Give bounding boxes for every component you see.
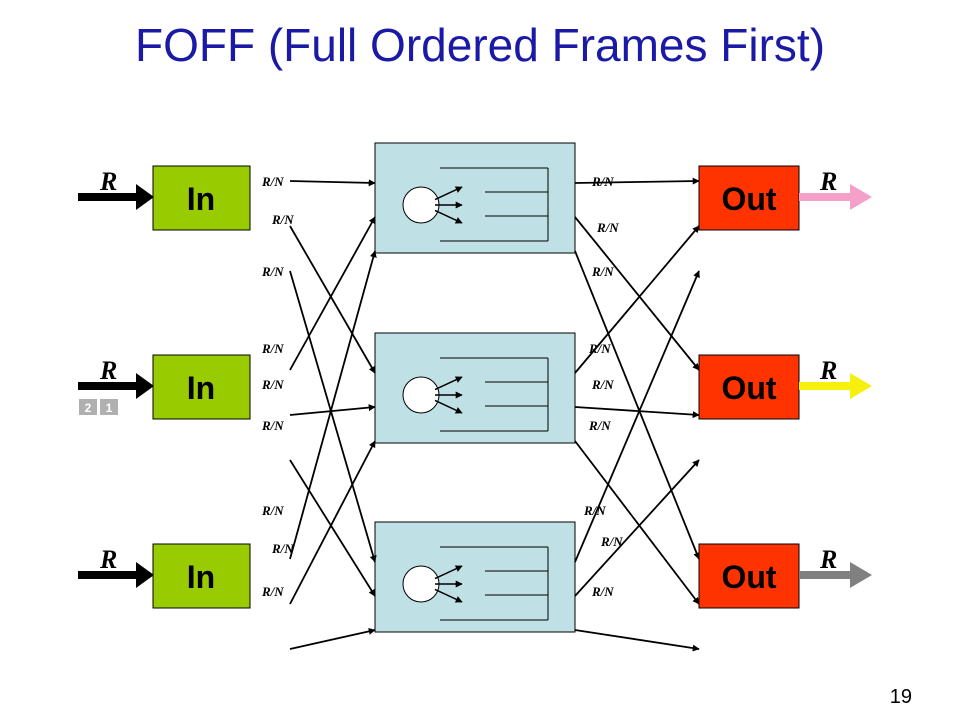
link-mid-3-out-2 [574,459,700,597]
output-box [698,543,800,609]
link-in-2-mid-1 [289,216,376,371]
output-rate-label: R [819,356,837,385]
input-rate-label: R [99,545,117,574]
scheduler-arrow [434,186,463,201]
input-rate-label: R [99,356,117,385]
output-port-1: Out R [698,165,872,231]
link-in-3-mid-3 [289,627,376,650]
output-arrowhead [850,562,872,588]
link-in-3-mid-2 [289,440,376,605]
link-in-1-mid-3 [289,270,377,563]
output-arrowhead [850,373,872,399]
packet-box [100,399,118,415]
output-label: Out [721,559,776,595]
link-rate-label: R/N [588,341,611,356]
input-arrowhead [136,373,154,399]
link-in-3-mid-1 [289,250,377,560]
link-rate-label: R/N [600,534,623,549]
input-port-3: R In [78,543,251,609]
middle-stage [374,142,576,633]
link-in-1-mid-2 [289,225,376,374]
link-rate-label: R/N [583,503,606,518]
output-box [698,354,800,420]
scheduler-arrow [434,565,463,580]
link-rate-label: R/N [591,264,614,279]
interconnect-lines [289,177,700,652]
scheduler-arrow [434,376,463,391]
middle-switch-2 [374,332,576,444]
link-rate-label: R/N [261,341,284,356]
input-port-2: R In [78,354,251,420]
link-in-2-mid-3 [289,459,376,597]
output-port-3: Out R [698,543,872,609]
link-rate-label: R/N [591,377,614,392]
link-mid-3-out-3 [574,629,700,652]
packet-label: 1 [106,401,113,415]
link-mid-2-out-3 [574,440,700,605]
link-rate-label: R/N [591,174,614,189]
link-in-1-mid-1 [289,179,376,187]
middle-switch-3 [374,521,576,633]
output-rate-label: R [819,167,837,196]
input-box [152,354,251,420]
input-label: In [187,559,215,595]
packet-box [79,399,97,415]
scheduler-circle [402,376,440,414]
packet-label: 2 [85,401,92,415]
link-rate-label: R/N [261,174,284,189]
page-number: 19 [889,686,912,708]
link-rate-label: R/N [596,220,619,235]
input-label: In [187,370,215,406]
middle-switch-1 [374,142,576,254]
link-rate-label: R/N [591,584,614,599]
link-mid-1-out-2 [574,216,700,371]
output-arrowhead [850,184,872,210]
scheduler-arrow [434,399,463,414]
scheduler-circle [402,186,440,224]
scheduler-arrow [434,588,463,603]
link-rate-labels: R/N R/N R/N R/N R/N R/N R/N R/N R/N R/N R/N R/N R/N R… [261,174,623,599]
link-rate-label: R/N [261,264,284,279]
output-label: Out [721,181,776,217]
link-rate-label: R/N [271,541,294,556]
output-box [698,165,800,231]
link-mid-1-out-1 [574,177,700,185]
link-rate-label: R/N [261,503,284,518]
link-rate-label: R/N [261,377,284,392]
link-rate-label: R/N [271,212,294,227]
link-mid-2-out-1 [574,225,700,374]
input-arrowhead [136,184,154,210]
output-port-2: Out R [698,354,872,420]
scheduler-arrow [434,209,463,224]
scheduler-circle [402,565,440,603]
link-mid-2-out-2 [574,406,700,419]
link-rate-label: R/N [588,418,611,433]
link-rate-label: R/N [261,584,284,599]
slide-title: FOFF (Full Ordered Frames First) [134,19,826,71]
link-mid-1-out-3 [574,250,700,560]
input-arrowhead [136,562,154,588]
input-port-1: R In [78,165,251,231]
input-rate-label: R [99,167,117,196]
output-rate-label: R [819,545,837,574]
input-box [152,165,251,231]
input-box [152,543,251,609]
link-in-2-mid-2 [289,404,376,416]
link-rate-label: R/N [261,418,284,433]
input-label: In [187,181,215,217]
output-label: Out [721,370,776,406]
link-mid-3-out-1 [574,270,700,563]
